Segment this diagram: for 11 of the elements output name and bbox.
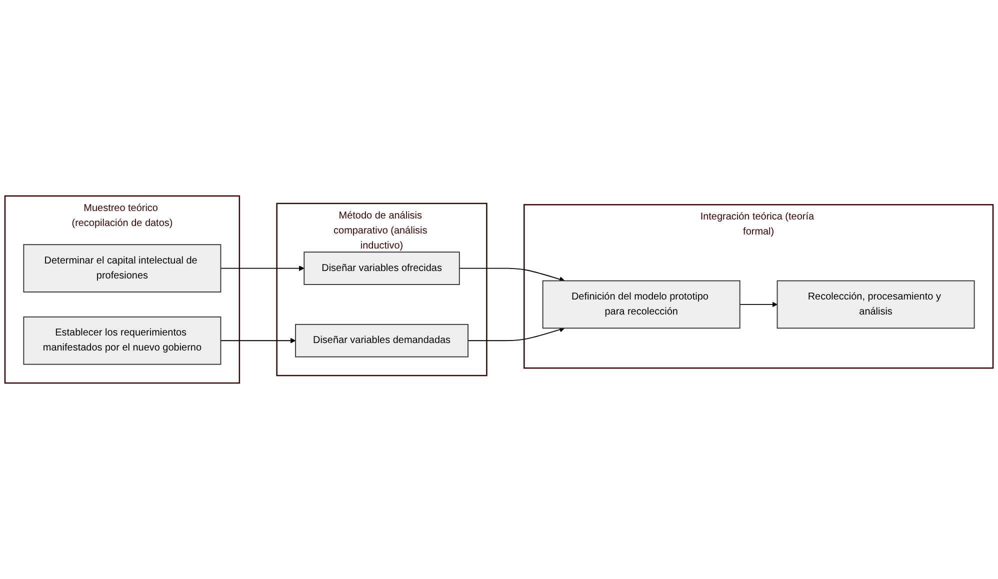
node-box: Determinar el capital intelectual de profesiones <box>23 244 222 292</box>
node-box: Definición del modelo prototipo para recolección <box>542 280 740 329</box>
arrow <box>220 266 304 272</box>
node-box: Recolección, procesamiento y análisis <box>776 280 975 329</box>
arrow <box>739 302 778 308</box>
arrow <box>468 327 565 342</box>
node-box: Diseñar variables ofrecidas <box>304 252 460 285</box>
node-box: Establecer los requerimientos manifestados por el nuevo gobierno <box>23 316 222 365</box>
arrow <box>458 268 565 282</box>
arrow <box>220 338 296 344</box>
node-box: Diseñar variables demandadas <box>295 324 468 358</box>
